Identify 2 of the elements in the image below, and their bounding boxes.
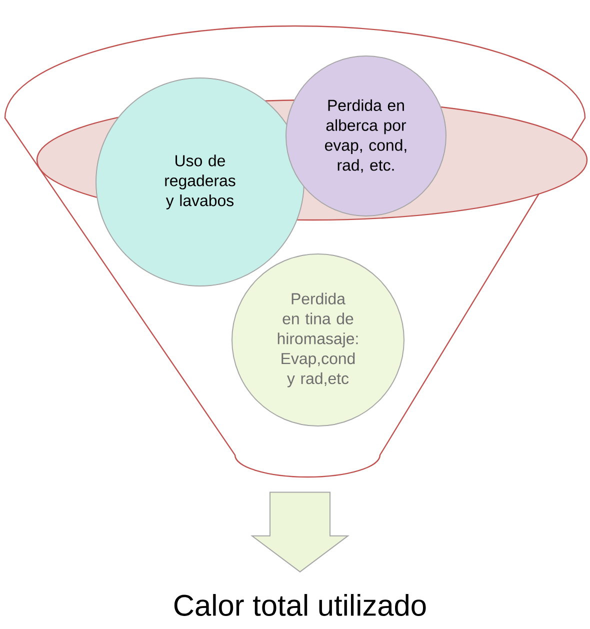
- caption-text: Calor total utilizado: [174, 594, 426, 616]
- block-arrow: [250, 492, 350, 572]
